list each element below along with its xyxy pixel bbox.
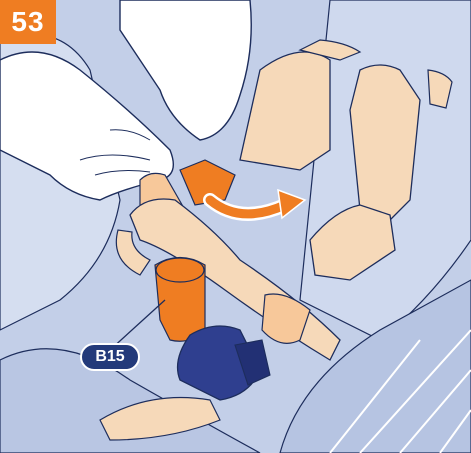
part-callout-label: B15	[80, 343, 140, 371]
shoulder-pad-right	[350, 65, 420, 225]
step-number-badge: 53	[0, 0, 56, 44]
